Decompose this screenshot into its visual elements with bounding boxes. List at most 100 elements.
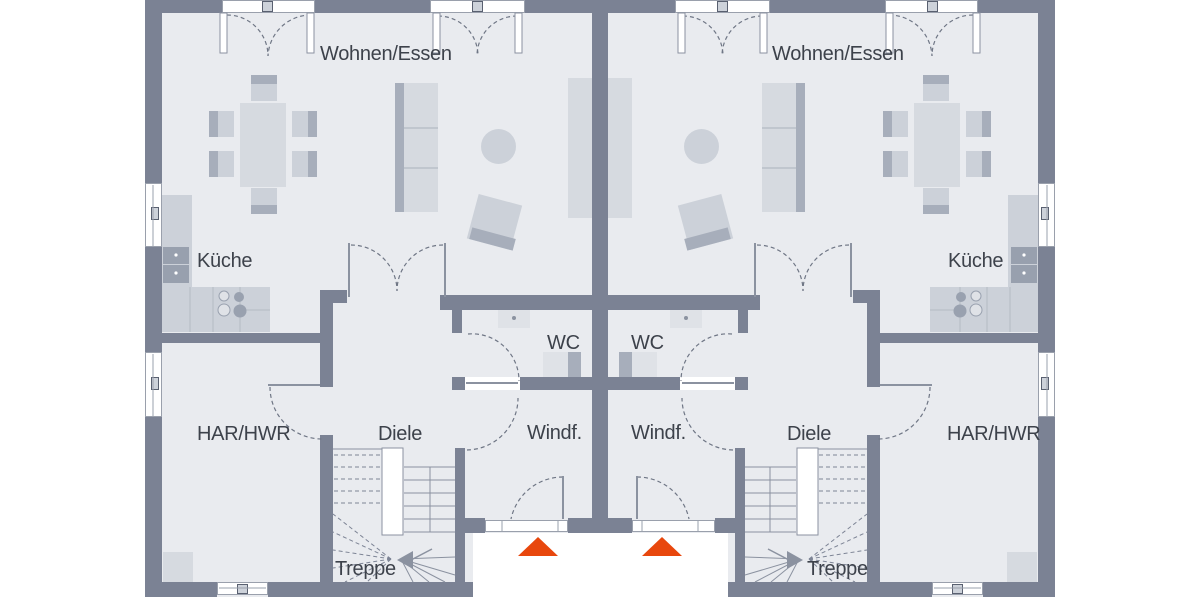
party-wall [592, 0, 608, 533]
entrance-threshold [632, 520, 715, 532]
exterior-wall [978, 0, 1055, 13]
cooktop-icon [174, 253, 1026, 320]
front-wall [568, 518, 592, 533]
front-wall [455, 518, 485, 533]
interior-wall [455, 448, 465, 582]
exterior-wall [728, 582, 932, 597]
entrance-porch [473, 533, 728, 597]
interior-wall [520, 377, 592, 390]
room-label-vestibule-right: Windf. [631, 422, 686, 444]
coffee-table [481, 129, 516, 164]
door-leaf-lines [268, 243, 932, 519]
room-label-stairs-right: Treppe [807, 558, 868, 580]
utility-mat [1007, 552, 1037, 583]
room-label-vestibule-left: Windf. [527, 422, 582, 444]
interior-wall [320, 435, 333, 582]
interior-wall [735, 377, 748, 390]
exterior-wall [145, 582, 217, 597]
interior-wall [853, 290, 867, 303]
coffee-table [684, 129, 719, 164]
staircase [744, 447, 868, 583]
room-label-utility-left: HAR/HWR [197, 423, 291, 445]
dining-chair-back [982, 111, 991, 137]
utility-mat [163, 552, 193, 583]
dining-chair-back [209, 111, 218, 137]
window-handle [952, 584, 963, 594]
sideboard [568, 78, 592, 218]
room-label-wc-right: WC [631, 332, 664, 354]
sofa-lines [404, 127, 796, 169]
room-label-living-right: Wohnen/Essen [772, 43, 904, 65]
interior-wall [452, 377, 465, 390]
door-handle [472, 1, 483, 12]
exterior-wall [145, 247, 162, 352]
interior-wall [608, 295, 760, 310]
wc-toilet-tank [568, 352, 581, 377]
window-handle [237, 584, 248, 594]
entrance-marker-icon [642, 537, 682, 556]
exterior-wall [268, 582, 473, 597]
interior-wall [867, 290, 880, 387]
dining-chair-back [308, 111, 317, 137]
dining-table [914, 103, 960, 187]
window-handle [151, 377, 159, 390]
exterior-wall [315, 0, 430, 13]
sofa-back [796, 83, 805, 212]
dining-chair-back [923, 75, 949, 84]
interior-wall [440, 295, 592, 310]
interior-wall [320, 290, 333, 387]
dining-chair-back [308, 151, 317, 177]
entrance-marker-icon [518, 537, 558, 556]
interior-wall [738, 310, 748, 333]
door-handle [717, 1, 728, 12]
interior-wall [333, 290, 347, 303]
interior-wall [452, 310, 462, 333]
room-label-utility-right: HAR/HWR [947, 423, 1041, 445]
window-handle [1041, 377, 1049, 390]
door-swing-arcs [226, 14, 974, 520]
interior-wall [162, 333, 320, 343]
frame-lines [152, 185, 1048, 589]
wc-toilet-tank [619, 352, 632, 377]
wc-toilet [632, 352, 657, 377]
exterior-wall [770, 0, 885, 13]
exterior-wall [145, 0, 222, 13]
dining-chair-back [251, 205, 277, 214]
sideboard [608, 78, 632, 218]
dining-chair-back [251, 75, 277, 84]
room-label-hall-right: Diele [787, 423, 832, 445]
kitchen-grid [189, 287, 1011, 332]
interior-wall [608, 377, 680, 390]
window-handle [1041, 207, 1049, 220]
exterior-wall [1038, 417, 1055, 597]
room-label-kitchen-left: Küche [197, 250, 253, 272]
door-leaves [219, 12, 981, 54]
dining-table [240, 103, 286, 187]
room-label-stairs-left: Treppe [335, 558, 396, 580]
staircase [332, 447, 456, 583]
front-wall [608, 518, 632, 533]
interior-wall [880, 333, 1038, 343]
exterior-wall [1038, 247, 1055, 352]
door-handle [927, 1, 938, 12]
room-label-wc-left: WC [547, 332, 580, 354]
dining-chair-back [982, 151, 991, 177]
dining-chair-back [209, 151, 218, 177]
dining-chair-back [883, 111, 892, 137]
sofa-back [395, 83, 404, 212]
exterior-wall [983, 582, 1055, 597]
front-wall [715, 518, 745, 533]
room-label-kitchen-right: Küche [948, 250, 1004, 272]
window-handle [151, 207, 159, 220]
entrance-threshold [485, 520, 568, 532]
exterior-wall [1038, 0, 1055, 183]
room-label-living-left: Wohnen/Essen [320, 43, 452, 65]
door-handle [262, 1, 273, 12]
dining-chair-back [923, 205, 949, 214]
dining-chair-back [883, 151, 892, 177]
wc-toilet [543, 352, 568, 377]
exterior-wall [145, 0, 162, 183]
interior-wall [735, 448, 745, 582]
